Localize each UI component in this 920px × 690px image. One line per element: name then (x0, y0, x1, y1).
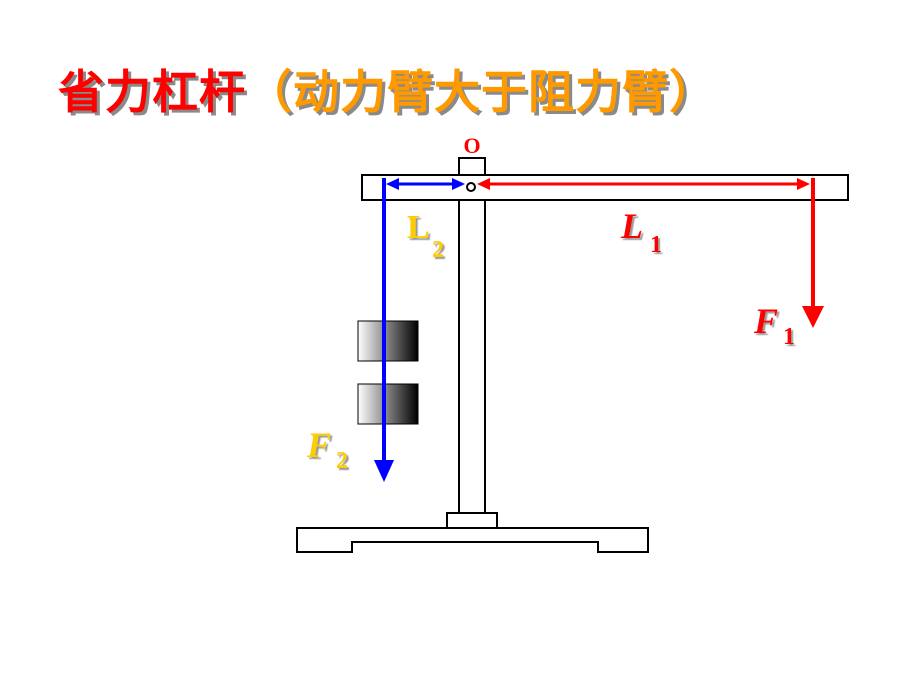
stand-pillar (458, 199, 486, 514)
weight-upper (357, 320, 419, 362)
label-f2: F 2 (306, 425, 348, 474)
weight-lower (357, 383, 419, 425)
label-l2: L 2 (407, 209, 444, 263)
title-main: 省力杠杆 (58, 65, 246, 119)
force-f2-arrowhead (374, 460, 394, 482)
arm-l2-arrow-right (452, 178, 465, 190)
label-l2-main: L (407, 209, 430, 246)
label-f2-main: F (306, 425, 331, 465)
label-f1: F 1 (753, 301, 795, 350)
arm-l2-arrow-left (386, 178, 399, 190)
slide-title: 省力杠杆（动力臂大于阻力臂） (58, 56, 716, 122)
pivot-label: O (463, 133, 480, 158)
label-l1-main: L (620, 206, 643, 246)
label-f1-main: F (753, 301, 778, 341)
label-f1-sub: 1 (783, 324, 795, 350)
label-f2-sub: 2 (336, 448, 348, 474)
label-l1-sub: 1 (650, 232, 662, 258)
arm-l1-arrow-left (477, 178, 490, 190)
pivot-point (466, 182, 476, 192)
label-l1: L 1 (620, 206, 662, 258)
arm-l1-arrow-right (797, 178, 810, 190)
label-l2-sub: 2 (432, 237, 444, 263)
title-paren: （动力臂大于阻力臂） (246, 65, 716, 119)
lever-bar (361, 174, 849, 201)
stand-base (296, 527, 649, 553)
pillar-foot (446, 512, 498, 529)
force-f1-arrowhead (802, 306, 824, 328)
pillar-cap (458, 157, 486, 176)
